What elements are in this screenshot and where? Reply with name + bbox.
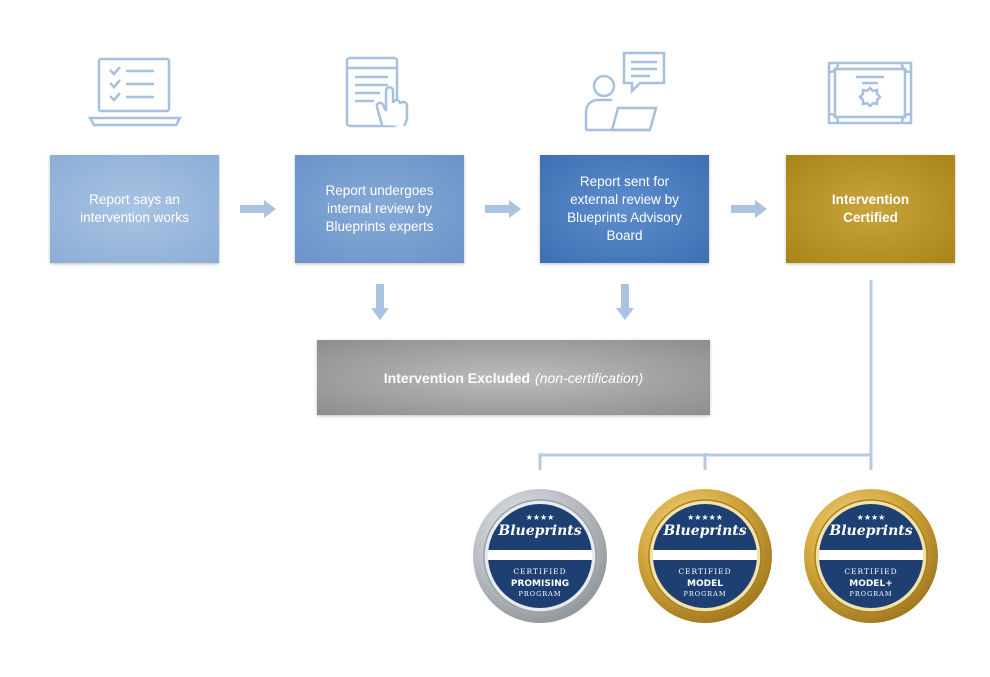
step-label: Intervention Certified: [831, 192, 910, 225]
intervention-excluded-box: Intervention Excluded (non-certification…: [317, 340, 710, 415]
badge-level: MODEL+: [849, 579, 893, 589]
certificate-icon: [826, 60, 914, 126]
step-label: Report says an intervention works: [80, 192, 189, 225]
badge-certified: CERTIFIED: [678, 567, 731, 576]
badge-tagline: FOR HEALTHY YOUTH DEVELOPMENT: [838, 545, 905, 549]
arrow-right-icon: [485, 200, 521, 223]
arrow-down-icon: [371, 284, 389, 325]
badge-level: PROMISING: [511, 579, 569, 589]
badge-program: PROGRAM: [849, 590, 892, 598]
badge-stars: ★★★★: [857, 513, 886, 522]
badge-program: PROGRAM: [518, 590, 561, 598]
arrow-down-icon: [616, 284, 634, 325]
badge-stars: ★★★★: [526, 513, 555, 522]
step-external-review: Report sent for external review by Bluep…: [540, 155, 709, 263]
excluded-note: (non-certification): [535, 369, 644, 386]
badge-brand: Blueprints: [662, 523, 746, 539]
badge-model-plus-program: ★★★★ Blueprints FOR HEALTHY YOUTH DEVELO…: [803, 488, 939, 624]
step-internal-review: Report undergoes internal review by Blue…: [295, 155, 464, 263]
connector-lines: [530, 280, 880, 480]
badge-tagline: FOR HEALTHY YOUTH DEVELOPMENT: [507, 545, 574, 549]
person-chat-icon: [582, 50, 668, 134]
badge-certified: CERTIFIED: [513, 567, 566, 576]
arrow-right-icon: [240, 200, 276, 223]
step-report-says-works: Report says an intervention works: [50, 155, 219, 263]
badge-brand: Blueprints: [497, 523, 581, 539]
badge-model-program: ★★★★★ Blueprints FOR HEALTHY YOUTH DEVEL…: [637, 488, 773, 624]
step-intervention-certified: Intervention Certified: [786, 155, 955, 263]
badge-tagline: FOR HEALTHY YOUTH DEVELOPMENT: [672, 545, 739, 549]
step-label: Report undergoes internal review by Blue…: [325, 183, 434, 234]
badge-program: PROGRAM: [683, 590, 726, 598]
badge-stars: ★★★★★: [687, 513, 723, 522]
excluded-label: Intervention Excluded: [383, 369, 531, 386]
badge-certified: CERTIFIED: [844, 567, 897, 576]
step-label: Report sent for external review by Bluep…: [567, 174, 682, 243]
badge-promising-program: ★★★★ Blueprints FOR HEALTHY YOUTH DEVELO…: [472, 488, 608, 624]
badge-level: MODEL: [687, 579, 723, 589]
laptop-checklist-icon: [88, 56, 182, 128]
badge-brand: Blueprints: [828, 523, 912, 539]
arrow-right-icon: [731, 200, 767, 223]
tablet-touch-icon: [344, 55, 416, 129]
